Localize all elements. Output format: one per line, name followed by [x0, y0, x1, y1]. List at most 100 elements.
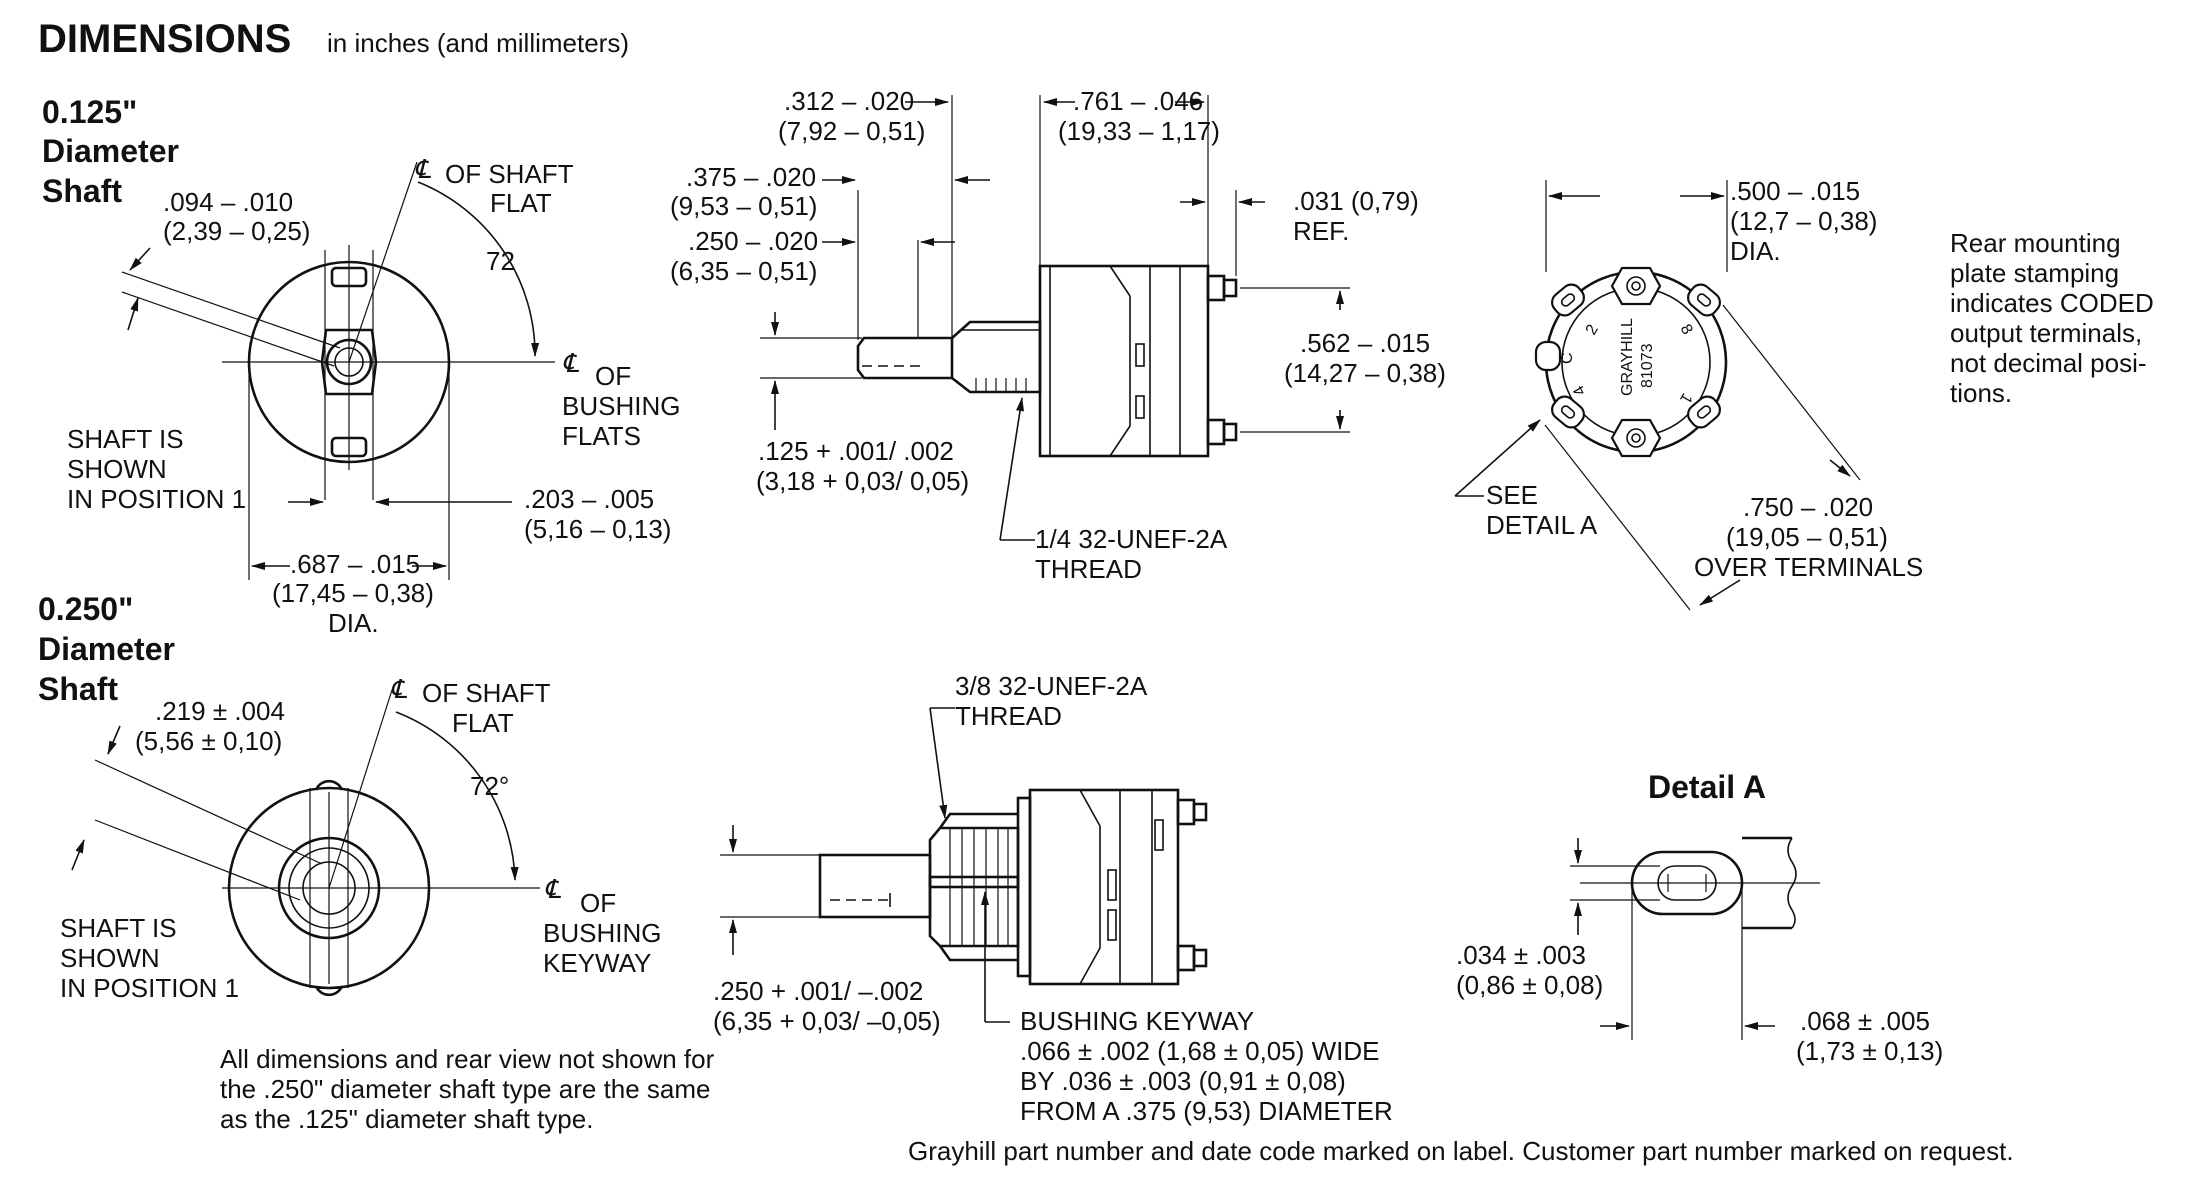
page-subtitle: in inches (and millimeters) — [327, 28, 629, 58]
shaft-125-front-view: 0.125" Diameter Shaft 72 .094 – .010 (2,… — [42, 94, 680, 638]
shaft-250-note-1: All dimensions and rear view not shown f… — [220, 1044, 715, 1074]
cl-shaft-flat-250-2: FLAT — [452, 708, 514, 738]
shaft-250-note-2: the .250" diameter shaft type are the sa… — [220, 1074, 711, 1104]
term-label-c: C — [1559, 352, 1576, 364]
dim-375-1: .375 – .020 — [686, 162, 816, 192]
dim-031-2: REF. — [1293, 216, 1349, 246]
cl-keyway-2: BUSHING — [543, 918, 661, 948]
dim-375-2: (9,53 – 0,51) — [670, 191, 817, 221]
dim-flat-1: .094 – .010 — [163, 187, 293, 217]
cl-shaft-flat-250-1: OF SHAFT — [422, 678, 551, 708]
dim-203-1: .203 – .005 — [524, 484, 654, 514]
dim-219-2: (5,56 ± 0,10) — [135, 726, 282, 756]
dim-750-3: OVER TERMINALS — [1694, 552, 1923, 582]
shaft-250-pos-1: SHAFT IS — [60, 913, 177, 943]
stamp-part: 81073 — [1639, 343, 1656, 388]
shaft-pos-1: SHAFT IS — [67, 424, 184, 454]
dim-250-2: (6,35 – 0,51) — [670, 256, 817, 286]
stamp-brand: GRAYHILL — [1619, 318, 1636, 396]
shaft-250-pos-3: IN POSITION 1 — [60, 973, 239, 1003]
keyway-1: BUSHING KEYWAY — [1020, 1006, 1254, 1036]
shaft-pos-3: IN POSITION 1 — [67, 484, 246, 514]
cl-shaft-flat-2: FLAT — [490, 188, 552, 218]
dim-687-3: DIA. — [328, 608, 379, 638]
thread-125-1: 1/4 32-UNEF-2A — [1035, 524, 1228, 554]
angle-label: 72 — [486, 246, 515, 276]
shaft-250-label-3: Shaft — [38, 671, 118, 707]
shaft-250-pos-2: SHOWN — [60, 943, 160, 973]
dim-562-1: .562 – .015 — [1300, 328, 1430, 358]
svg-text:℄: ℄ — [390, 674, 408, 704]
rear-note-5: not decimal posi- — [1950, 348, 2147, 378]
shaft-250-label-1: 0.250" — [38, 591, 133, 627]
dim-031-1: .031 (0,79) — [1293, 186, 1419, 216]
dim-562-2: (14,27 – 0,38) — [1284, 358, 1446, 388]
shaft-125-label-3: Shaft — [42, 173, 122, 209]
shaft-125-side-view: .312 – .020 (7,92 – 0,51) .761 – .046 (1… — [670, 86, 1446, 584]
dim-068-1: .068 ± .005 — [1800, 1006, 1930, 1036]
shaft-250-label-2: Diameter — [38, 631, 175, 667]
angle-250: 72° — [470, 771, 509, 801]
keyway-3: BY .036 ± .003 (0,91 ± 0,08) — [1020, 1066, 1346, 1096]
dim-203-2: (5,16 – 0,13) — [524, 514, 671, 544]
dim-687-1: .687 – .015 — [290, 549, 420, 579]
thread-125-2: THREAD — [1035, 554, 1142, 584]
dim-250-1: .250 – .020 — [688, 226, 818, 256]
switch-body — [1038, 264, 1210, 458]
dim-500-3: DIA. — [1730, 236, 1781, 266]
dim-750-1: .750 – .020 — [1743, 492, 1873, 522]
thread-250-1: 3/8 32-UNEF-2A — [955, 671, 1148, 701]
shaft-125-label-2: Diameter — [42, 133, 179, 169]
shaft-250-front-view: 0.250" Diameter Shaft 72° .219 ± .004 (5… — [38, 591, 715, 1134]
see-detail-2: DETAIL A — [1486, 510, 1598, 540]
term-label-4: 4 — [1570, 382, 1589, 398]
cl-keyway-3: KEYWAY — [543, 948, 651, 978]
dim-068-2: (1,73 ± 0,13) — [1796, 1036, 1943, 1066]
term-label-8: 8 — [1677, 322, 1696, 338]
dim-500-2: (12,7 – 0,38) — [1730, 206, 1877, 236]
rear-note-1: Rear mounting — [1950, 228, 2121, 258]
cl-keyway-1: OF — [580, 888, 616, 918]
detail-a: Detail A .034 ± .003 (0,86 ± 0,08) .068 … — [1456, 769, 1943, 1066]
svg-text:℄: ℄ — [562, 348, 580, 378]
shaft-125-label-1: 0.125" — [42, 94, 137, 130]
svg-text:℄: ℄ — [544, 874, 562, 904]
rear-view: GRAYHILL 81073 2 8 C 4 1 .500 – .015 (12… — [1454, 176, 2154, 611]
dim-250b-1: .250 + .001/ –.002 — [713, 976, 923, 1006]
cl-bushing-1: OF — [595, 361, 631, 391]
svg-text:℄: ℄ — [414, 154, 432, 184]
dim-761-2: (19,33 – 1,17) — [1058, 116, 1220, 146]
dim-034-2: (0,86 ± 0,08) — [1456, 970, 1603, 1000]
shaft-pos-2: SHOWN — [67, 454, 167, 484]
detail-a-title: Detail A — [1648, 769, 1766, 805]
cl-bushing-3: FLATS — [562, 421, 641, 451]
dim-500-1: .500 – .015 — [1730, 176, 1860, 206]
term-label-1: 1 — [1676, 390, 1695, 406]
dim-flat-2: (2,39 – 0,25) — [163, 216, 310, 246]
page-title: DIMENSIONS — [38, 17, 291, 61]
dim-219-1: .219 ± .004 — [155, 696, 285, 726]
rear-note-2: plate stamping — [1950, 258, 2119, 288]
see-detail-1: SEE — [1486, 480, 1538, 510]
footer-note: Grayhill part number and date code marke… — [908, 1136, 2014, 1166]
dim-250b-2: (6,35 + 0,03/ –0,05) — [713, 1006, 941, 1036]
dim-750-2: (19,05 – 0,51) — [1726, 522, 1888, 552]
thread-250-2: THREAD — [955, 701, 1062, 731]
term-label-2: 2 — [1583, 322, 1602, 338]
cl-bushing-2: BUSHING — [562, 391, 680, 421]
rear-note-6: tions. — [1950, 378, 2012, 408]
dim-687-2: (17,45 – 0,38) — [272, 578, 434, 608]
keyway-4: FROM A .375 (9,53) DIAMETER — [1020, 1096, 1393, 1126]
shaft-250-note-3: as the .125" diameter shaft type. — [220, 1104, 593, 1134]
keyway-2: .066 ± .002 (1,68 ± 0,05) WIDE — [1020, 1036, 1380, 1066]
dim-034-1: .034 ± .003 — [1456, 940, 1586, 970]
dim-312-2: (7,92 – 0,51) — [778, 116, 925, 146]
dim-312-1: .312 – .020 — [784, 86, 914, 116]
rear-note-3: indicates CODED — [1950, 288, 2154, 318]
dim-125-2: (3,18 + 0,03/ 0,05) — [756, 466, 969, 496]
dim-761-1: .761 – .046 — [1073, 86, 1203, 116]
rear-note-4: output terminals, — [1950, 318, 2142, 348]
shaft-250-side-view: 3/8 32-UNEF-2A THREAD .250 + .001/ –.002… — [713, 671, 1393, 1126]
cl-shaft-flat-1: OF SHAFT — [445, 159, 574, 189]
